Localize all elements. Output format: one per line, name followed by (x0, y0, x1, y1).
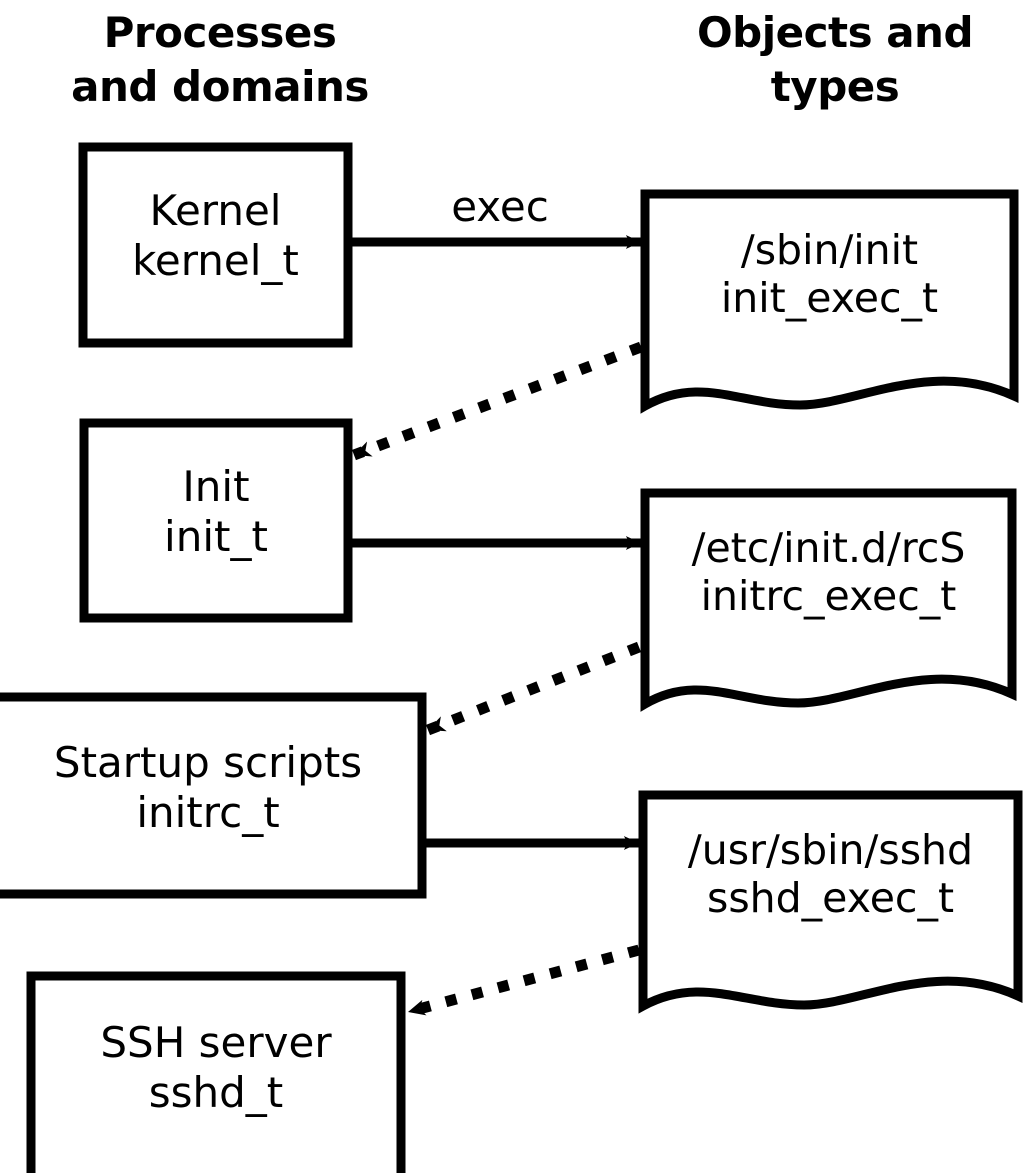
process-label-sshd-name: SSH server (100, 1018, 332, 1067)
edge-sshd-exec-to-sshd (406, 944, 641, 1018)
object-doc-init-exec[interactable] (640, 189, 1019, 414)
process-box-initrc[interactable] (0, 692, 427, 899)
column-header-processes-line1: Processes (103, 8, 337, 57)
column-header-objects-line1: Objects and (696, 8, 974, 57)
object-label-initrc-exec-path: /etc/init.d/rcS (691, 524, 966, 572)
process-box-init[interactable] (79, 418, 353, 623)
process-label-sshd: SSH server sshd_t (31, 1018, 401, 1117)
object-label-initrc-exec-type: initrc_exec_t (700, 572, 957, 621)
process-label-init: Init init_t (84, 462, 348, 561)
process-box-sshd[interactable] (26, 971, 406, 1173)
process-label-init-name: Init (182, 462, 250, 511)
process-label-sshd-type: sshd_t (148, 1067, 284, 1117)
process-label-init-type: init_t (164, 511, 268, 561)
object-label-sshd-exec-type: sshd_exec_t (706, 874, 955, 923)
column-header-objects: Objects and types (650, 6, 1020, 114)
object-label-sshd-exec: /usr/sbin/sshd sshd_exec_t (643, 826, 1018, 923)
column-header-processes: Processes and domains (40, 6, 400, 114)
process-label-kernel: Kernel kernel_t (83, 186, 348, 285)
object-label-init-exec: /sbin/init init_exec_t (645, 226, 1014, 323)
object-label-initrc-exec: /etc/init.d/rcS initrc_exec_t (645, 524, 1012, 621)
object-doc-sshd-exec[interactable] (638, 790, 1023, 1014)
edge-init-exec-to-init (352, 341, 643, 461)
process-box-kernel[interactable] (78, 142, 353, 348)
process-label-kernel-name: Kernel (149, 186, 282, 235)
object-doc-initrc-exec[interactable] (640, 488, 1017, 712)
process-label-initrc: Startup scripts initrc_t (0, 738, 422, 837)
object-label-init-exec-path: /sbin/init (740, 226, 919, 274)
column-header-processes-line2: and domains (71, 62, 369, 111)
process-label-kernel-type: kernel_t (132, 235, 299, 285)
process-label-initrc-type: initrc_t (136, 787, 280, 837)
object-label-init-exec-type: init_exec_t (720, 274, 939, 323)
column-header-objects-line2: types (770, 62, 900, 111)
edge-label-exec: exec (451, 182, 549, 231)
process-label-initrc-name: Startup scripts (53, 738, 363, 787)
edge-initrc-exec-to-initrc (425, 641, 642, 736)
object-label-sshd-exec-path: /usr/sbin/sshd (687, 826, 974, 874)
